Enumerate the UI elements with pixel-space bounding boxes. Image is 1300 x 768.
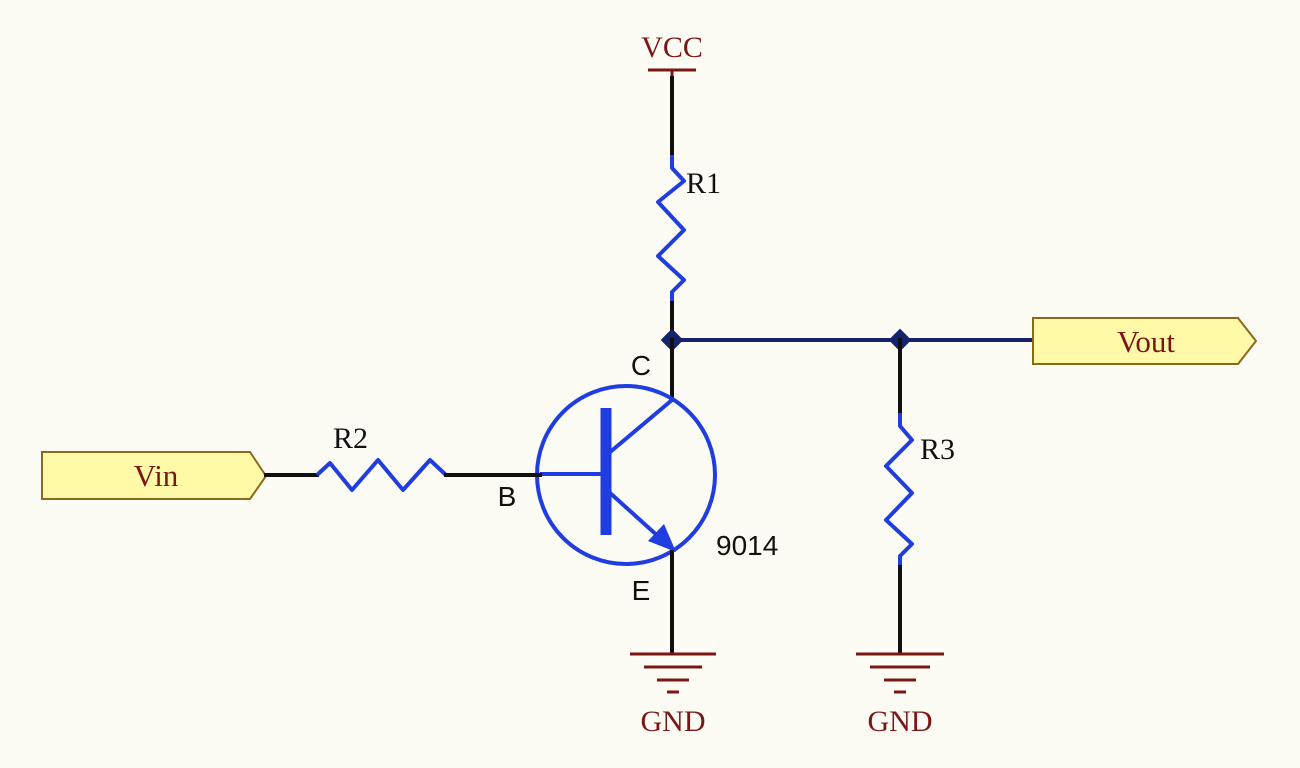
base-label: B <box>498 481 517 512</box>
emitter-arrow-icon <box>648 524 676 552</box>
gnd-left-label: GND <box>641 705 706 738</box>
vin-label: Vin <box>134 458 179 493</box>
vcc-symbol: VCC <box>641 31 703 78</box>
output-port-vout: Vout <box>1032 317 1258 365</box>
transistor-collector-lead <box>607 398 674 455</box>
resistor-r1 <box>656 155 686 303</box>
resistor-r3 <box>884 413 914 567</box>
transistor-9014 <box>535 384 717 566</box>
vout-label: Vout <box>1117 324 1175 359</box>
vout-port-shape <box>1032 317 1258 365</box>
resistor-r2 <box>315 458 448 492</box>
vcc-label: VCC <box>641 31 703 64</box>
r1-label: R1 <box>686 167 721 200</box>
transistor-emitter-lead <box>607 490 662 540</box>
r2-label: R2 <box>333 422 368 455</box>
collector-label: C <box>631 350 651 381</box>
input-port-vin: Vin <box>41 451 268 500</box>
emitter-label: E <box>632 575 651 606</box>
ground-symbol-left: GND <box>630 652 716 738</box>
ground-symbol-right: GND <box>856 652 944 738</box>
gnd-right-label: GND <box>868 705 933 738</box>
vin-port-shape <box>41 451 268 500</box>
transistor-part-label: 9014 <box>716 530 778 561</box>
r3-label: R3 <box>920 433 955 466</box>
